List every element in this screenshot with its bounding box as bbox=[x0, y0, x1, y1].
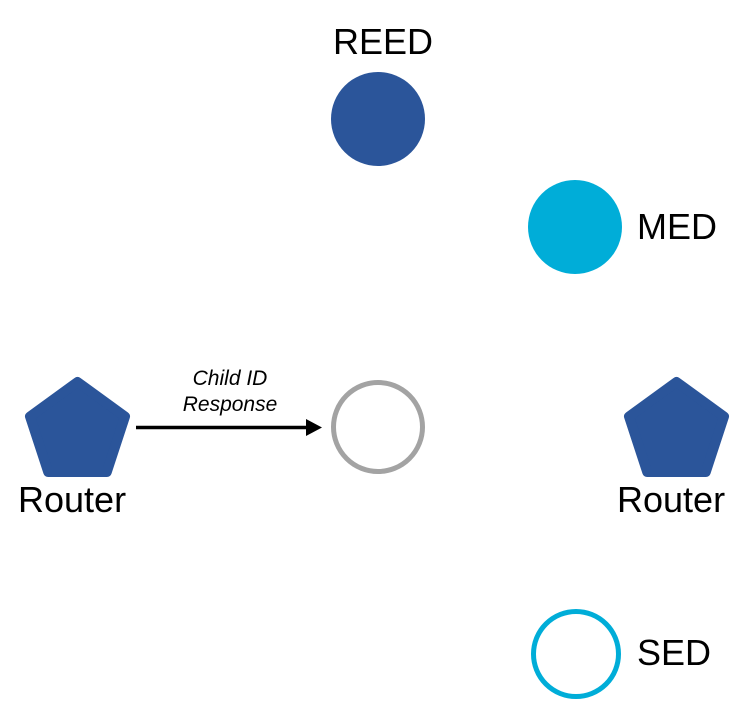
med-label: MED bbox=[637, 206, 717, 247]
edge-label-line-1: Child ID bbox=[192, 367, 268, 390]
sed-label: SED bbox=[637, 632, 712, 673]
router-left-label: Router bbox=[18, 479, 127, 520]
sed-circle[interactable] bbox=[531, 609, 621, 699]
joining-device-circle[interactable] bbox=[331, 380, 425, 474]
router-left-pentagon[interactable] bbox=[25, 377, 130, 477]
edge-label-child-id-response: Child ID Response bbox=[130, 366, 330, 418]
med-circle[interactable] bbox=[528, 180, 622, 274]
router-right-label: Router bbox=[617, 479, 726, 520]
router-right-pentagon[interactable] bbox=[624, 377, 729, 477]
edge-label-line-2: Response bbox=[182, 393, 278, 416]
child-id-response-arrow[interactable] bbox=[130, 405, 330, 450]
reed-circle[interactable] bbox=[331, 72, 425, 166]
reed-label: REED bbox=[333, 21, 434, 62]
